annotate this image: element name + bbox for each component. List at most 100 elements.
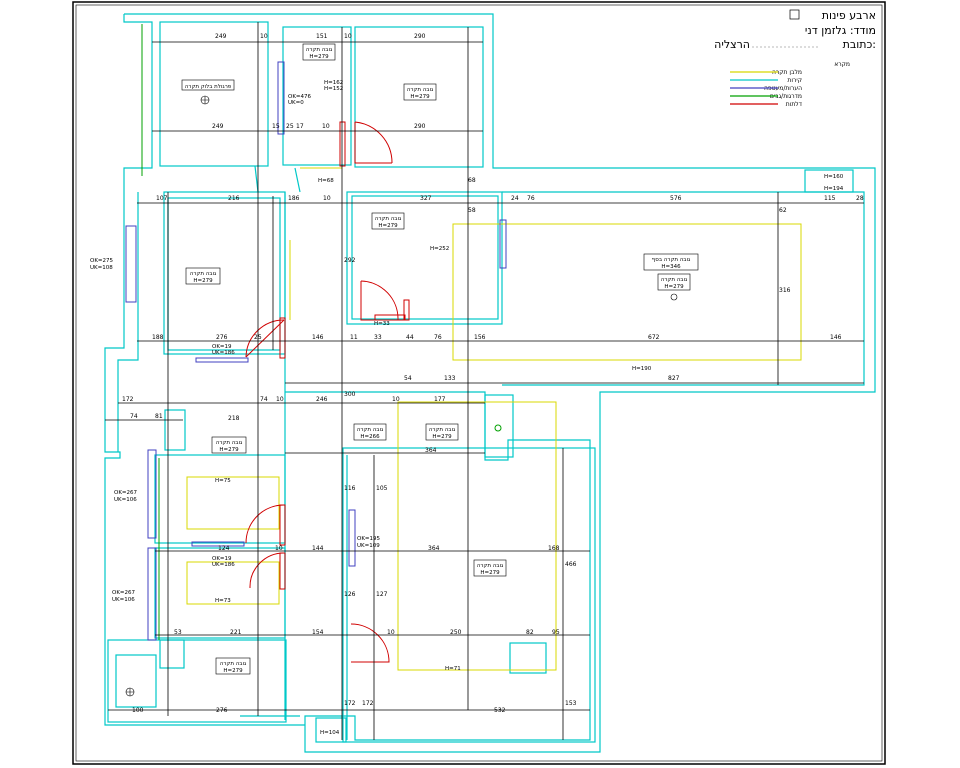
dim-ti-3: 25 [286,123,294,130]
note-h-c: H=71 [445,666,461,672]
room-label-3: גובה תקרה H=279 [403,83,437,101]
note-ok-bath3: OK=19 [212,556,232,562]
dim-ti-1: 249 [212,123,224,130]
dim-r2-8: 576 [670,195,682,202]
note-window-c: OK=267 [112,590,136,596]
dim-r4-7: 177 [434,396,446,403]
dim-r2-10: 28 [856,195,864,202]
dim-r4-6: 10 [392,396,400,403]
walls [104,13,876,753]
dimension-lines [105,22,864,740]
legend-item-label: קירות [787,77,802,84]
svg-text:גובה תקרה בסף: גובה תקרה בסף [652,257,691,263]
dim-b-3: 172 [362,700,374,707]
svg-text:גובה תקרה: גובה תקרה [477,563,504,569]
dim-b-1: 100 [132,707,144,714]
dim-r4-9: 133 [444,375,456,382]
dim-m-8: 76 [434,334,442,341]
dim-m-11: 146 [830,334,842,341]
dim-m-5: 11 [350,334,358,341]
svg-text:גובה תקרה: גובה תקרה [357,427,384,433]
room-label-2: גובה תקרה H=279 [302,43,336,61]
dim-r7-1: 53 [174,629,182,636]
dim-ti-6: 290 [414,123,426,130]
note-ok-bath4: UK=186 [212,562,235,568]
dim-v-8: 153 [565,700,577,707]
dim-r2-1: 107 [156,195,168,202]
dim-r2-3: 186 [288,195,300,202]
svg-text:גובה תקרה: גובה תקרה [661,277,688,283]
note-h-b: H=73 [215,598,231,604]
svg-text:גובה תקרה: גובה תקרה [407,87,434,93]
note-ok-small: OK=476 [288,94,312,100]
dim-top-2: 10 [260,33,268,40]
note-h-small: H=162 [324,80,343,86]
dim-r4-1: 172 [122,396,134,403]
dim-b-4: 532 [494,707,506,714]
svg-text:H=266: H=266 [360,434,380,440]
doors [245,121,410,663]
dim-m-1: 188 [152,334,164,341]
dim-ti-5: 10 [322,123,330,130]
room-label-10: גובה תקרה H=279 [211,436,247,454]
svg-text:H=279: H=279 [219,447,239,453]
room-label-5: גובה תקרה H=279 [185,267,221,285]
dim-v-9: 466 [565,561,577,568]
svg-text:H=279: H=279 [378,223,398,229]
svg-text:H=279: H=279 [223,668,243,674]
dimension-labels: 249 10 151 10 290 249 15 25 17 10 290 10… [122,33,864,714]
dim-v-4: 105 [376,485,388,492]
dim-r7-3: 154 [312,629,324,636]
svg-text:גובה תקרה: גובה תקרה [216,440,243,446]
note-h-g: H=194 [824,186,844,192]
dim-r4-4: 10 [276,396,284,403]
dim-r7-2: 221 [230,629,242,636]
note-window-b2: UK=106 [114,497,137,503]
dim-m-3: 25 [254,334,262,341]
note-h-h: H=104 [320,730,340,736]
dim-m-9: 156 [474,334,486,341]
surveyor-label: מודד: גלזמן דני [805,24,876,37]
stamp-icon [789,9,800,20]
dim-m-4: 146 [312,334,324,341]
note-ok-bath2: UK=186 [212,350,235,356]
svg-text:H=279: H=279 [193,278,213,284]
dim-r2-9: 115 [824,195,836,202]
svg-text:פרגולת בלוק תקרה: פרגולת בלוק תקרה [185,83,232,90]
room-label-4: גובה תקרה H=279 [371,212,405,230]
dim-v-10: 316 [779,287,791,294]
room-label-6: גובה תקרה בסף H=346 [643,253,699,271]
note-h-i: H=33 [374,321,390,327]
dim-r7-6: 82 [526,629,534,636]
svg-text:H=346: H=346 [661,264,681,270]
note-window-c2: UK=106 [112,597,135,603]
svg-text:H=279: H=279 [309,54,329,60]
svg-text:גובה תקרה: גובה תקרה [190,271,217,277]
svg-text:גובה תקרה: גובה תקרה [429,427,456,433]
dim-r6-1: 124 [218,545,230,552]
room-labels: פרגולת בלוק תקרה גובה תקרה H=279 גובה תק… [181,43,699,675]
dim-r6-5: 168 [548,545,560,552]
drawing-border-inner [75,4,883,762]
drawing-border [72,1,886,765]
svg-text:גובה תקרה: גובה תקרה [375,216,402,222]
dim-r2-2: 216 [228,195,240,202]
dim-v-13: 58 [468,207,476,214]
dim-r4-5: 246 [316,396,328,403]
note-h-d: H=252 [430,246,449,252]
dim-v-5: 127 [376,591,388,598]
dim-l-2: 81 [155,413,163,420]
notes: OK=275 UK=108 OK=267 UK=106 OK=267 UK=10… [90,80,844,736]
legend-item-label: מדרגות/גבים [770,93,802,100]
room-label-pergola: פרגולת בלוק תקרה [181,79,235,105]
room-label-12: גובה תקרה H=279 [215,657,251,675]
svg-text:גובה תקרה: גובה תקרה [220,661,247,667]
note-h-f: H=160 [824,174,844,180]
svg-text:H=279: H=279 [664,284,684,290]
dim-r6-3: 144 [312,545,324,552]
address-label: כתובת: [843,38,876,51]
city-label: הרצליה [714,38,750,51]
legend-item-label: הערות/מעטפה [764,85,802,92]
dim-m-10: 672 [648,334,660,341]
